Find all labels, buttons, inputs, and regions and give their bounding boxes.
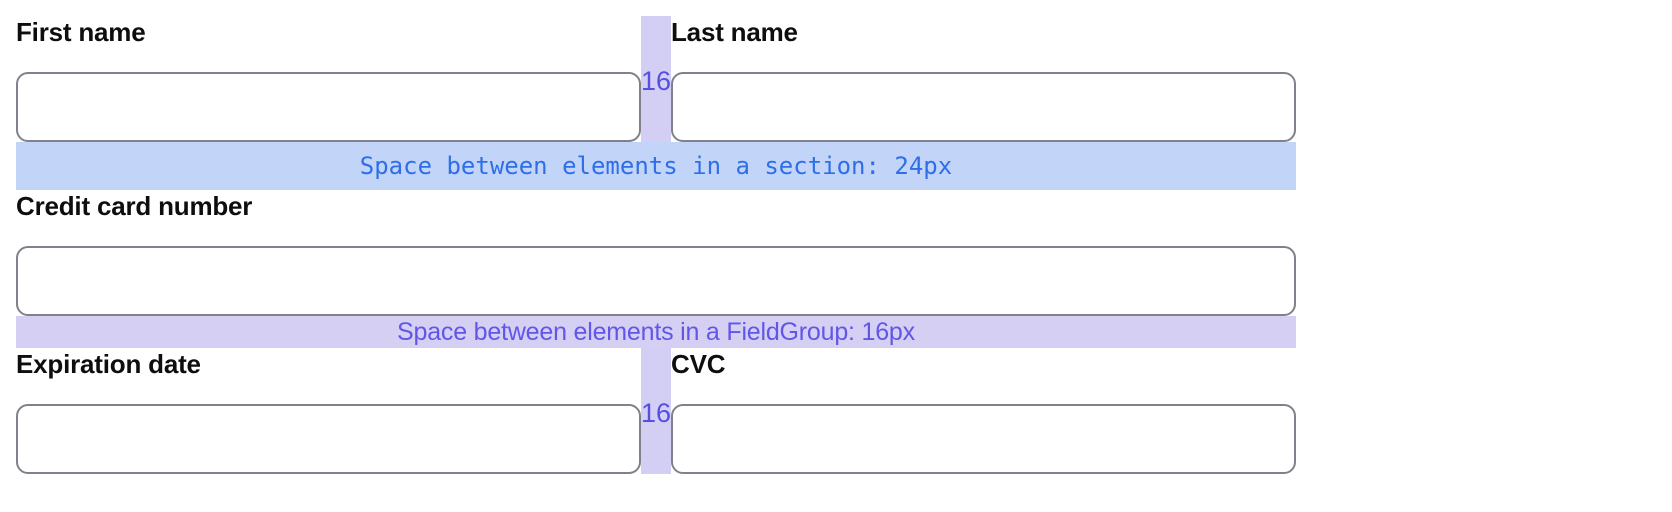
fieldgroup-spacing-label: Space between elements in a FieldGroup: …	[397, 317, 915, 346]
cvc-label: CVC	[671, 349, 726, 379]
section-spacing-band: Space between elements in a section: 24p…	[16, 142, 1296, 190]
last-name-input[interactable]	[671, 72, 1296, 142]
name-group-column-gap-band	[641, 16, 671, 142]
name-group-gap-size-label: 16	[641, 66, 672, 96]
credit-card-number-input[interactable]	[16, 246, 1296, 316]
expiration-date-field: Expiration date	[16, 348, 641, 474]
card-details-gap-size-label: 16	[641, 398, 672, 428]
cvc-input[interactable]	[671, 404, 1296, 474]
credit-card-row: Credit card number	[16, 190, 1296, 316]
last-name-field: Last name	[671, 16, 1296, 142]
card-details-column-gap-band	[641, 348, 671, 474]
first-name-label: First name	[16, 17, 146, 47]
credit-card-number-label: Credit card number	[16, 191, 253, 221]
form-spacing-demo: First name Last name 16 Space between el…	[16, 16, 1296, 474]
section-spacing-label: Space between elements in a section: 24p…	[359, 152, 953, 180]
first-name-field: First name	[16, 16, 641, 142]
name-field-group: First name Last name 16	[16, 16, 1296, 142]
cvc-field: CVC	[671, 348, 1296, 474]
last-name-label: Last name	[671, 17, 798, 47]
expiration-date-label: Expiration date	[16, 349, 201, 379]
fieldgroup-spacing-band: Space between elements in a FieldGroup: …	[16, 316, 1296, 348]
credit-card-number-field: Credit card number	[16, 190, 1296, 316]
first-name-input[interactable]	[16, 72, 641, 142]
expiration-date-input[interactable]	[16, 404, 641, 474]
card-details-field-group: Expiration date CVC 16	[16, 348, 1296, 474]
